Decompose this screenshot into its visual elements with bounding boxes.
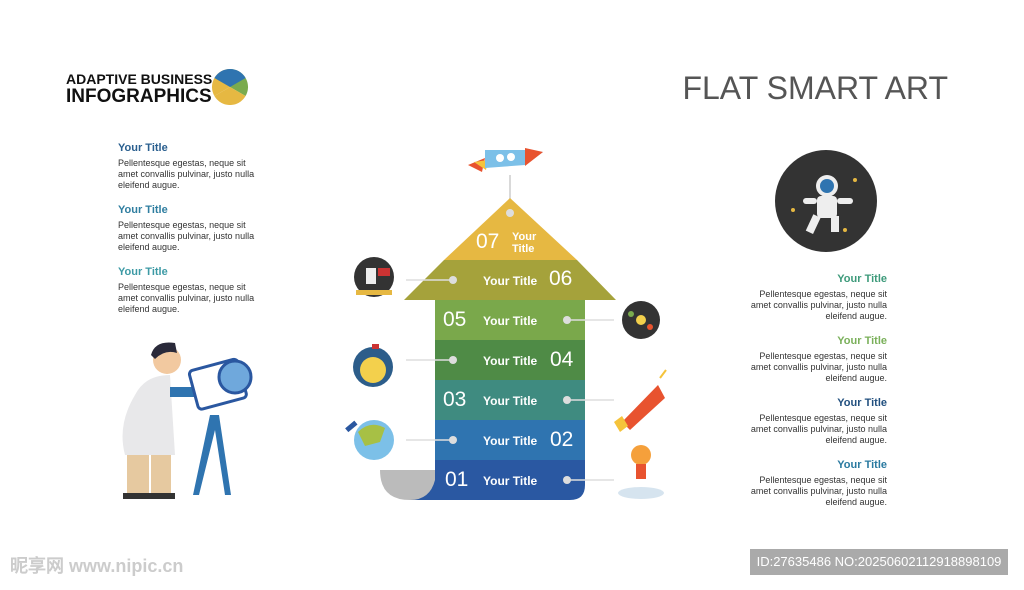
brand-line1: ADAPTIVE BUSINESS <box>66 71 213 87</box>
block-title: Your Title <box>837 273 887 285</box>
moon-icon <box>353 344 393 387</box>
step-number: 02 <box>550 428 574 451</box>
step-label: Your Title <box>512 231 537 255</box>
block-body: Pellentesque egestas, neque sit amet con… <box>750 289 887 321</box>
step-band-07 <box>444 198 577 260</box>
comet-icon <box>614 369 667 432</box>
step-band-05 <box>435 300 585 340</box>
step-number: 01 <box>445 468 469 491</box>
step-label: Your Title <box>483 394 538 408</box>
step-band-03 <box>435 380 585 420</box>
solar-system-icon <box>622 301 660 339</box>
step-band-06 <box>404 260 616 300</box>
brand-line2: INFOGRAPHICS <box>66 86 212 107</box>
step-number: 07 <box>476 230 500 253</box>
block-body: Pellentesque egestas, neque sit amet con… <box>118 282 255 314</box>
block-title: Your Title <box>837 335 887 347</box>
block-body: Pellentesque egestas, neque sit amet con… <box>750 475 887 507</box>
step-label: Your Title <box>483 354 538 368</box>
step-label: Your Title <box>483 474 538 488</box>
step-label: Your Title <box>483 314 538 328</box>
rocket-icon <box>468 148 543 172</box>
block-title: Your Title <box>118 204 168 216</box>
page-title: FLAT SMART ART <box>682 70 948 106</box>
astronaut-icon <box>775 150 877 252</box>
earth-icon <box>345 420 394 460</box>
step-label: Your Title <box>483 434 538 448</box>
step-number: 05 <box>443 308 467 331</box>
step-number: 03 <box>443 388 467 411</box>
brand: ADAPTIVE BUSINESS INFOGRAPHICS <box>66 70 212 106</box>
block-body: Pellentesque egestas, neque sit amet con… <box>750 413 887 445</box>
step-number: 04 <box>550 348 574 371</box>
connector-dots <box>449 209 571 484</box>
astronaut-flag-icon <box>354 257 394 297</box>
step-band-04 <box>435 340 585 380</box>
block-title: Your Title <box>837 397 887 409</box>
step-label: Your Title <box>483 274 538 288</box>
block-title: Your Title <box>837 459 887 471</box>
rocket-launch-icon <box>618 445 664 499</box>
block-body: Pellentesque egestas, neque sit amet con… <box>118 220 255 252</box>
step-number: 06 <box>549 267 573 290</box>
image-id-bar: ID:27635486 NO:20250602112918898109 <box>750 549 1008 575</box>
block-title: Your Title <box>118 266 168 278</box>
scroll-curl <box>380 470 435 500</box>
pie-logo-icon <box>212 69 248 105</box>
block-title: Your Title <box>118 142 168 154</box>
watermark: 昵享网 www.nipic.cn <box>10 556 184 576</box>
step-band-02 <box>435 420 585 460</box>
block-body: Pellentesque egestas, neque sit amet con… <box>118 158 255 190</box>
block-body: Pellentesque egestas, neque sit amet con… <box>750 351 887 383</box>
step-band-01 <box>410 460 585 500</box>
scientist-telescope-icon <box>122 342 253 499</box>
